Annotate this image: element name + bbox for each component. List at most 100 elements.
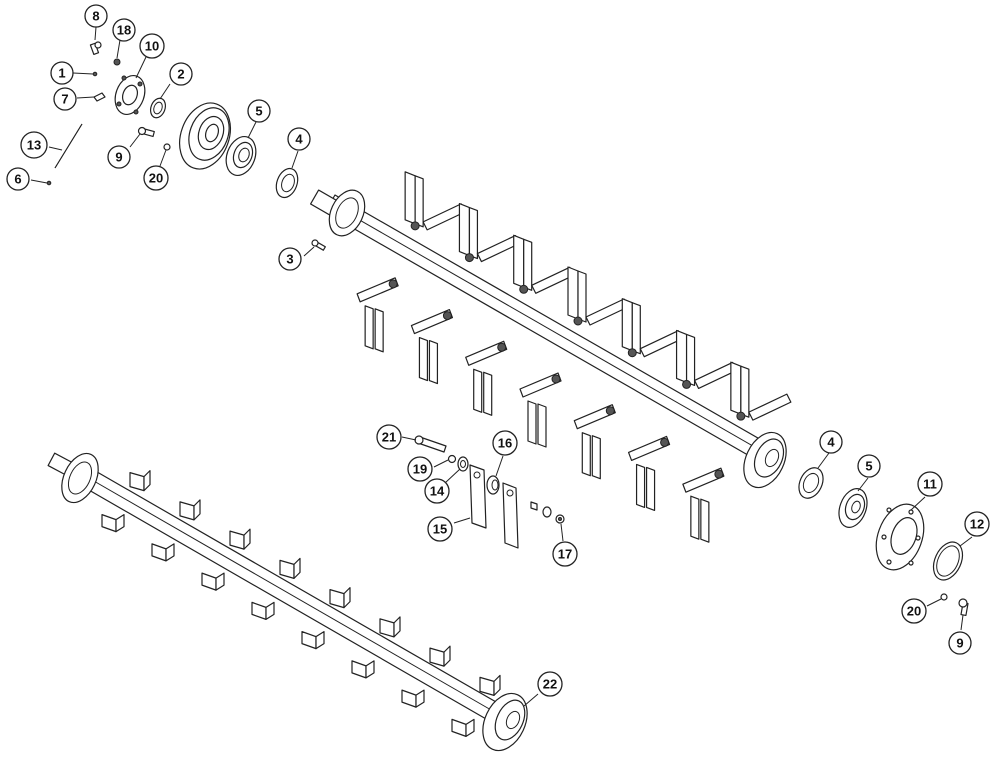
shaft-lug — [351, 616, 401, 679]
shaft-lug — [151, 499, 201, 562]
svg-text:15: 15 — [433, 522, 447, 537]
pin-6 — [46, 180, 52, 186]
callout-20-left: 20 — [143, 165, 169, 191]
rotor-blade-lower — [410, 308, 454, 385]
svg-text:11: 11 — [923, 477, 937, 492]
washer-4-right — [798, 467, 824, 499]
bearing-housing-11 — [875, 503, 925, 571]
svg-text:1: 1 — [58, 66, 65, 81]
bearing-housing — [179, 102, 231, 170]
bolt-9-left — [137, 126, 155, 138]
svg-text:17: 17 — [558, 547, 572, 562]
svg-text:6: 6 — [14, 172, 21, 187]
flange-10 — [114, 75, 146, 115]
svg-text:5: 5 — [865, 459, 872, 474]
rotor-blade-lower — [682, 467, 725, 543]
svg-text:13: 13 — [27, 138, 41, 153]
callout-11: 11 — [917, 471, 943, 497]
upper-shaft-left-end — [310, 189, 366, 237]
bearing-5-right — [838, 488, 868, 528]
lower-rotor-assembly — [47, 452, 528, 752]
washer-4-left — [275, 167, 299, 199]
rotor-blade-upper — [567, 266, 629, 326]
svg-text:5: 5 — [255, 104, 262, 119]
svg-text:7: 7 — [61, 92, 68, 107]
callout-6: 6 — [6, 167, 30, 191]
svg-text:2: 2 — [177, 67, 184, 82]
nut-18 — [113, 58, 121, 66]
ring-2 — [149, 97, 167, 119]
bushing-16 — [486, 475, 500, 495]
rotor-blade-upper — [730, 361, 792, 421]
upper-rotor-assembly — [310, 171, 792, 543]
callout-13: 13 — [20, 131, 48, 159]
rotor-blade-lower — [356, 277, 399, 353]
callout-22: 22 — [537, 671, 563, 697]
svg-text:10: 10 — [145, 39, 159, 54]
lower-shaft-right-end — [482, 692, 528, 752]
callout-4-right: 4 — [819, 430, 843, 454]
shaft-lug — [401, 645, 451, 708]
svg-text:4: 4 — [827, 435, 835, 450]
callout-9-left: 9 — [107, 145, 131, 169]
callout-15: 15 — [427, 516, 453, 542]
callout-3: 3 — [278, 247, 302, 271]
rotor-blade-upper — [513, 234, 575, 294]
rotor-blade-lower — [573, 404, 616, 480]
svg-text:8: 8 — [92, 9, 99, 24]
bearing-5-left — [225, 136, 257, 176]
svg-text:16: 16 — [498, 436, 512, 451]
blade-plate-15 — [469, 464, 487, 529]
svg-text:9: 9 — [115, 150, 122, 165]
svg-text:21: 21 — [382, 430, 396, 445]
shaft-lug — [251, 557, 301, 620]
callout-7: 7 — [53, 87, 77, 111]
svg-text:20: 20 — [907, 604, 921, 619]
lower-lug-group — [101, 470, 501, 737]
blade-plate-15b — [502, 482, 519, 549]
callout-19: 19 — [407, 456, 433, 482]
svg-text:12: 12 — [970, 517, 984, 532]
callout-12: 12 — [964, 511, 990, 537]
snap-ring-12 — [932, 541, 964, 581]
callout-2: 2 — [169, 62, 193, 86]
callout-17: 17 — [552, 541, 578, 567]
leader-lines — [30, 26, 973, 707]
washer-20-right — [940, 593, 948, 601]
upper-blade-group — [356, 171, 792, 543]
rotor-blade-upper — [621, 298, 683, 358]
callout-14: 14 — [424, 478, 450, 504]
callout-10: 10 — [139, 33, 165, 59]
bolt-9-right — [958, 598, 969, 617]
rotor-blade-lower — [627, 435, 671, 512]
bolt-3 — [311, 239, 326, 251]
callout-9-right: 9 — [948, 631, 972, 655]
callout-18: 18 — [112, 18, 136, 42]
spacer-14 — [457, 456, 469, 472]
clip-7 — [93, 92, 106, 102]
callout-8: 8 — [84, 4, 108, 28]
svg-text:18: 18 — [117, 23, 131, 38]
callout-20-right: 20 — [901, 598, 927, 624]
shaft-lug — [301, 587, 351, 650]
svg-text:3: 3 — [286, 252, 293, 267]
svg-text:4: 4 — [295, 132, 303, 147]
callout-4-left: 4 — [287, 127, 311, 151]
rotor-blade-upper — [675, 329, 738, 390]
lower-shaft-left-end — [47, 452, 99, 504]
svg-text:22: 22 — [543, 677, 557, 692]
spacer-group — [530, 501, 565, 524]
callout-5-right: 5 — [857, 454, 881, 478]
bolt-8 — [89, 41, 102, 55]
rotor-blade-upper — [458, 202, 521, 263]
rotor-blade-lower — [519, 372, 562, 448]
rotor-blade-upper — [404, 171, 466, 231]
callout-1: 1 — [50, 61, 74, 85]
upper-shaft-right-end — [743, 431, 787, 489]
shaft-lug — [451, 674, 501, 737]
shaft-lug — [101, 470, 151, 533]
callout-16: 16 — [492, 430, 518, 456]
callout-21: 21 — [376, 424, 402, 450]
rotor-blade-lower — [465, 340, 508, 416]
